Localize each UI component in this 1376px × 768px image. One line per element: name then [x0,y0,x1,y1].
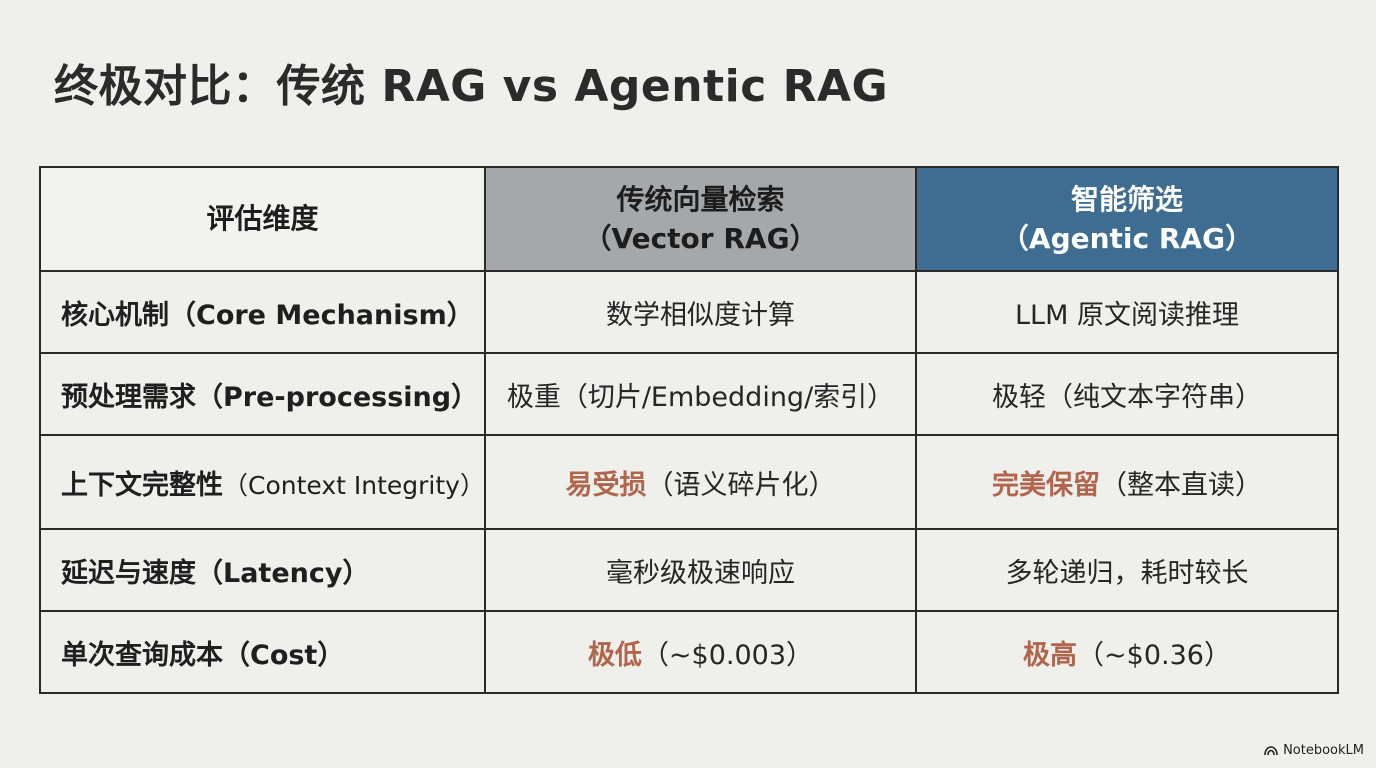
agentic-highlight: 完美保留 [992,469,1100,501]
agentic-value-cell: 极轻（纯文本字符串） [915,352,1339,436]
agentic-text: （整本直读） [1100,469,1262,501]
vector-text: 数学相似度计算 [606,299,795,331]
agentic-text: 极轻（纯文本字符串） [992,381,1262,413]
dimension-cell: 延迟与速度（Latency） [39,528,486,612]
header-vector-subtitle: （Vector RAG） [583,222,818,255]
agentic-value-cell: 多轮递归，耗时较长 [915,528,1339,612]
header-agentic-rag: 智能筛选 （Agentic RAG） [915,166,1339,272]
brand-watermark: NotebookLM [1264,743,1364,758]
agentic-text: 多轮递归，耗时较长 [1005,557,1249,589]
brand-label: NotebookLM [1283,743,1364,758]
notebooklm-icon [1264,745,1278,755]
dimension-en: （Core Mechanism） [169,299,474,331]
agentic-text: LLM 原文阅读推理 [1015,299,1239,331]
header-vector-title: 传统向量检索 [616,182,785,216]
dimension-cn: 延迟与速度 [61,557,196,589]
dimension-cn: 预处理需求 [61,381,196,413]
table-row-context-integrity: 上下文完整性（Context Integrity） 易受损（语义碎片化） 完美保… [39,434,1339,530]
vector-highlight: 易受损 [565,469,647,501]
header-agentic-subtitle: （Agentic RAG） [1000,222,1254,255]
dimension-cell: 上下文完整性（Context Integrity） [39,434,486,530]
agentic-value-cell: LLM 原文阅读推理 [915,270,1339,354]
vector-text: 极重（切片/Embedding/索引） [506,381,895,413]
vector-value-cell: 极低（~$0.003） [484,610,917,694]
dimension-cell: 核心机制（Core Mechanism） [39,270,486,354]
vector-text: 毫秒级极速响应 [606,557,795,589]
header-dimension: 评估维度 [39,166,486,272]
vector-highlight: 极低 [587,639,642,671]
table-row-core-mechanism: 核心机制（Core Mechanism） 数学相似度计算 LLM 原文阅读推理 [39,270,1339,354]
vector-value-cell: 数学相似度计算 [484,270,917,354]
table-row-latency: 延迟与速度（Latency） 毫秒级极速响应 多轮递归，耗时较长 [39,528,1339,612]
table-row-cost: 单次查询成本（Cost） 极低（~$0.003） 极高（~$0.36） [39,610,1339,694]
dimension-cn: 上下文完整性 [61,469,223,501]
comparison-table: 评估维度 传统向量检索 （Vector RAG） 智能筛选 （Agentic R… [39,166,1339,694]
table-row-pre-processing: 预处理需求（Pre-processing） 极重（切片/Embedding/索引… [39,352,1339,436]
agentic-value-cell: 完美保留（整本直读） [915,434,1339,530]
vector-text: （~$0.003） [641,639,814,671]
dimension-en: （Context Integrity） [223,470,485,500]
agentic-highlight: 极高 [1023,639,1078,671]
dimension-en: （Cost） [223,639,345,671]
vector-text: （语义碎片化） [646,469,836,501]
agentic-text: （~$0.36） [1077,639,1231,671]
page-title: 终极对比：传统 RAG vs Agentic RAG [54,61,889,112]
vector-value-cell: 极重（切片/Embedding/索引） [484,352,917,436]
header-dimension-label: 评估维度 [206,202,319,236]
dimension-cell: 单次查询成本（Cost） [39,610,486,694]
header-vector-rag: 传统向量检索 （Vector RAG） [484,166,917,272]
agentic-value-cell: 极高（~$0.36） [915,610,1339,694]
dimension-cn: 核心机制 [61,299,169,331]
dimension-en: （Latency） [196,557,370,589]
dimension-cell: 预处理需求（Pre-processing） [39,352,486,436]
vector-value-cell: 毫秒级极速响应 [484,528,917,612]
header-agentic-title: 智能筛选 [1070,182,1183,216]
dimension-cn: 单次查询成本 [61,639,223,671]
vector-value-cell: 易受损（语义碎片化） [484,434,917,530]
table-header-row: 评估维度 传统向量检索 （Vector RAG） 智能筛选 （Agentic R… [39,166,1339,272]
dimension-en: （Pre-processing） [196,381,479,413]
